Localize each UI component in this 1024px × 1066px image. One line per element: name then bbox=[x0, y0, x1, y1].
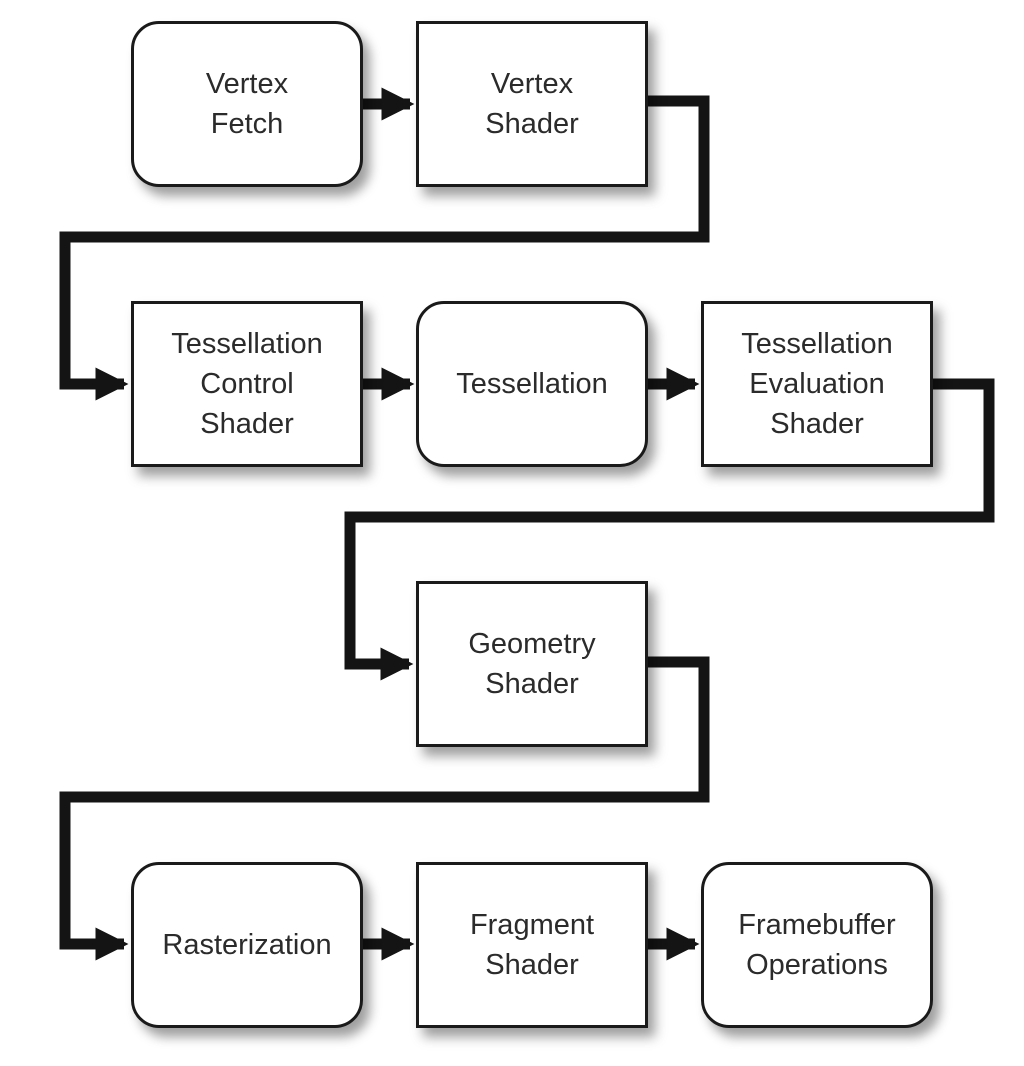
node-fragment-shader-label: Fragment Shader bbox=[469, 909, 595, 981]
node-rasterization-label: Rasterization bbox=[162, 929, 332, 961]
node-tessellation-label: Tessellation bbox=[456, 368, 608, 400]
node-vertex-shader-label: Vertex Shader bbox=[485, 68, 579, 140]
node-framebuffer-operations-label: Framebuffer Operations bbox=[738, 909, 896, 981]
node-geometry-shader-label: Geometry Shader bbox=[468, 628, 596, 700]
node-fragment-shader: Fragment Shader bbox=[416, 862, 648, 1028]
edge-geometry-to-rasterization bbox=[59, 656, 710, 961]
node-vertex-shader: Vertex Shader bbox=[416, 21, 648, 187]
node-vertex-fetch-label: Vertex Fetch bbox=[205, 68, 289, 140]
node-framebuffer-operations: Framebuffer Operations bbox=[701, 862, 933, 1028]
node-geometry-shader: Geometry Shader bbox=[416, 581, 648, 747]
edge-vertex-shader-to-tess-control bbox=[59, 95, 710, 401]
node-tessellation-evaluation-shader: Tessellation Evaluation Shader bbox=[701, 301, 933, 467]
edge-tess-evaluation-to-geometry bbox=[344, 378, 995, 681]
node-tessellation-control-shader: Tessellation Control Shader bbox=[131, 301, 363, 467]
node-tessellation: Tessellation bbox=[416, 301, 648, 467]
node-rasterization: Rasterization bbox=[131, 862, 363, 1028]
node-tessellation-evaluation-shader-label: Tessellation Evaluation Shader bbox=[741, 328, 893, 440]
node-vertex-fetch: Vertex Fetch bbox=[131, 21, 363, 187]
node-tessellation-control-shader-label: Tessellation Control Shader bbox=[171, 328, 323, 440]
